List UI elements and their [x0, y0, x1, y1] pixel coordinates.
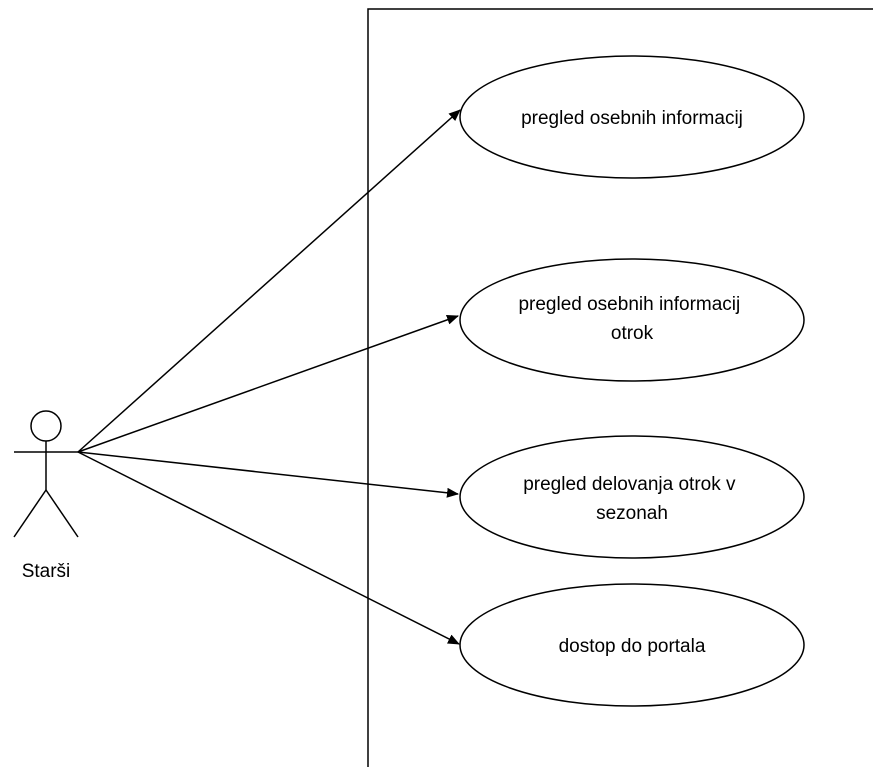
system-boundary: [367, 8, 873, 767]
associations: [77, 109, 461, 645]
use-case-ellipse: [459, 435, 805, 559]
actor-right-leg: [45, 489, 79, 538]
association-arrow-uc4: [77, 451, 460, 645]
use-case-label: pregled osebnih informacij otrok: [518, 294, 745, 344]
use-case-ellipse: [459, 583, 805, 707]
use-case-1: pregled osebnih informacij: [459, 55, 805, 179]
use-case-label-line: pregled osebnih informacij: [521, 108, 743, 129]
actor-label: Starši: [22, 561, 71, 582]
use-case-ellipse: [459, 258, 805, 382]
use-case-label-line: pregled osebnih informacij: [518, 294, 740, 315]
use-case-label: dostop do portala: [559, 636, 706, 657]
use-case-label-line: sezonah: [596, 503, 668, 524]
use-case-label: pregled osebnih informacij: [521, 108, 743, 129]
association-arrow-uc2: [77, 314, 459, 453]
use-case-label-line: pregled delovanja otrok v: [523, 474, 736, 495]
actor-stick-figure-icon: [13, 410, 79, 538]
association-arrow-uc3: [77, 451, 459, 498]
use-case-label-line: dostop do portala: [559, 636, 706, 657]
actor-head: [30, 410, 62, 442]
association-arrow-uc1: [77, 109, 461, 453]
use-case-2: pregled osebnih informacij otrok: [459, 258, 805, 382]
use-case-ellipse: [459, 55, 805, 179]
use-case-4: dostop do portala: [459, 583, 805, 707]
use-case-3: pregled delovanja otrok v sezonah: [459, 435, 805, 559]
use-case-label-line: otrok: [611, 323, 654, 344]
actor-left-leg: [13, 489, 47, 538]
use-case-label: pregled delovanja otrok v sezonah: [523, 474, 741, 524]
